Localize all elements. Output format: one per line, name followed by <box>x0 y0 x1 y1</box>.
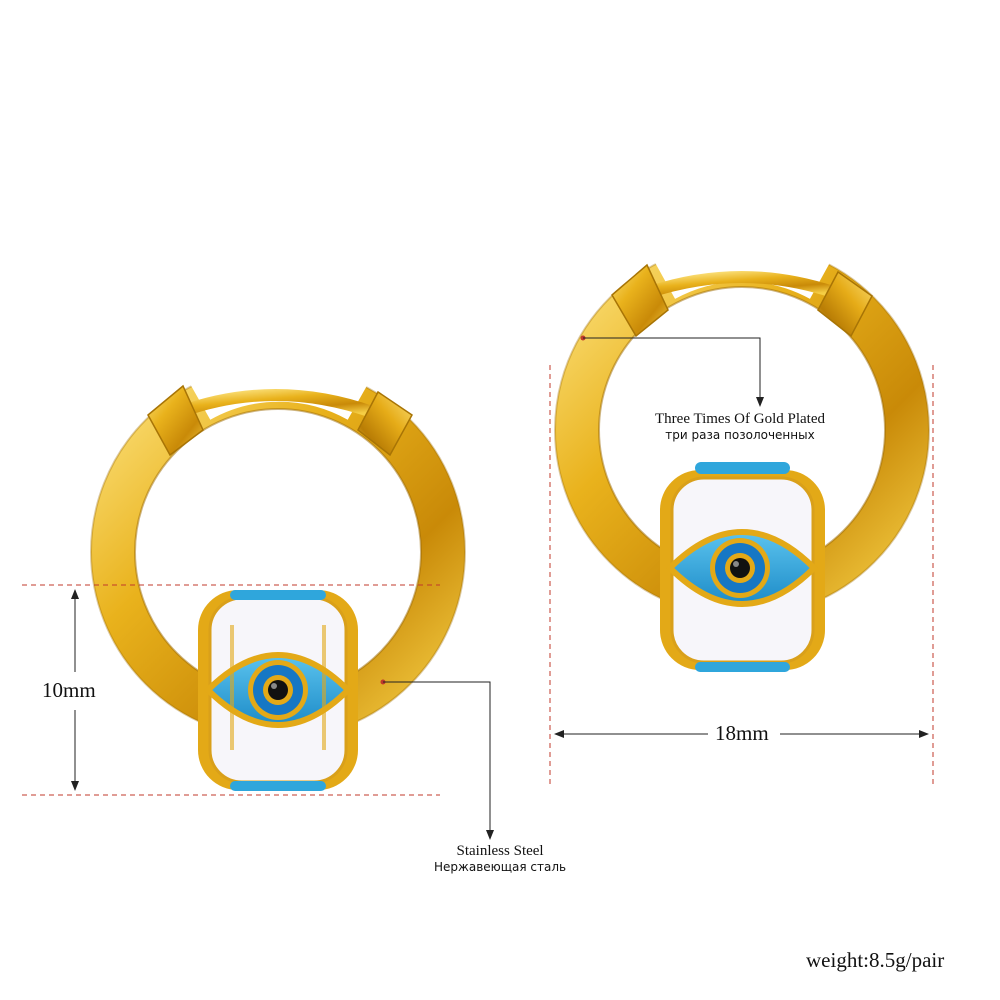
width-label: 18mm <box>712 721 772 746</box>
right-evil-eye-bead <box>660 462 825 672</box>
height-dimension <box>22 584 440 796</box>
width-dimension <box>549 365 934 785</box>
material-label-ru: Нержавеющая сталь <box>434 860 567 874</box>
plating-callout-line <box>580 335 764 407</box>
material-label-en: Stainless Steel <box>456 843 544 859</box>
plating-label-en: Three Times Of Gold Plated <box>655 411 825 427</box>
left-evil-eye-bead <box>198 590 358 791</box>
plating-label-ru: три раза позолоченных <box>665 428 815 442</box>
weight-label: weight:8.5g/pair <box>806 948 945 972</box>
material-callout-line <box>380 679 494 840</box>
material-callout: Stainless Steel Нержавеющая сталь <box>434 843 566 875</box>
left-earring <box>90 351 466 791</box>
height-label: 10mm <box>42 678 96 702</box>
plating-callout: Three Times Of Gold Plated три раза позо… <box>655 411 825 443</box>
right-earring <box>554 231 930 672</box>
